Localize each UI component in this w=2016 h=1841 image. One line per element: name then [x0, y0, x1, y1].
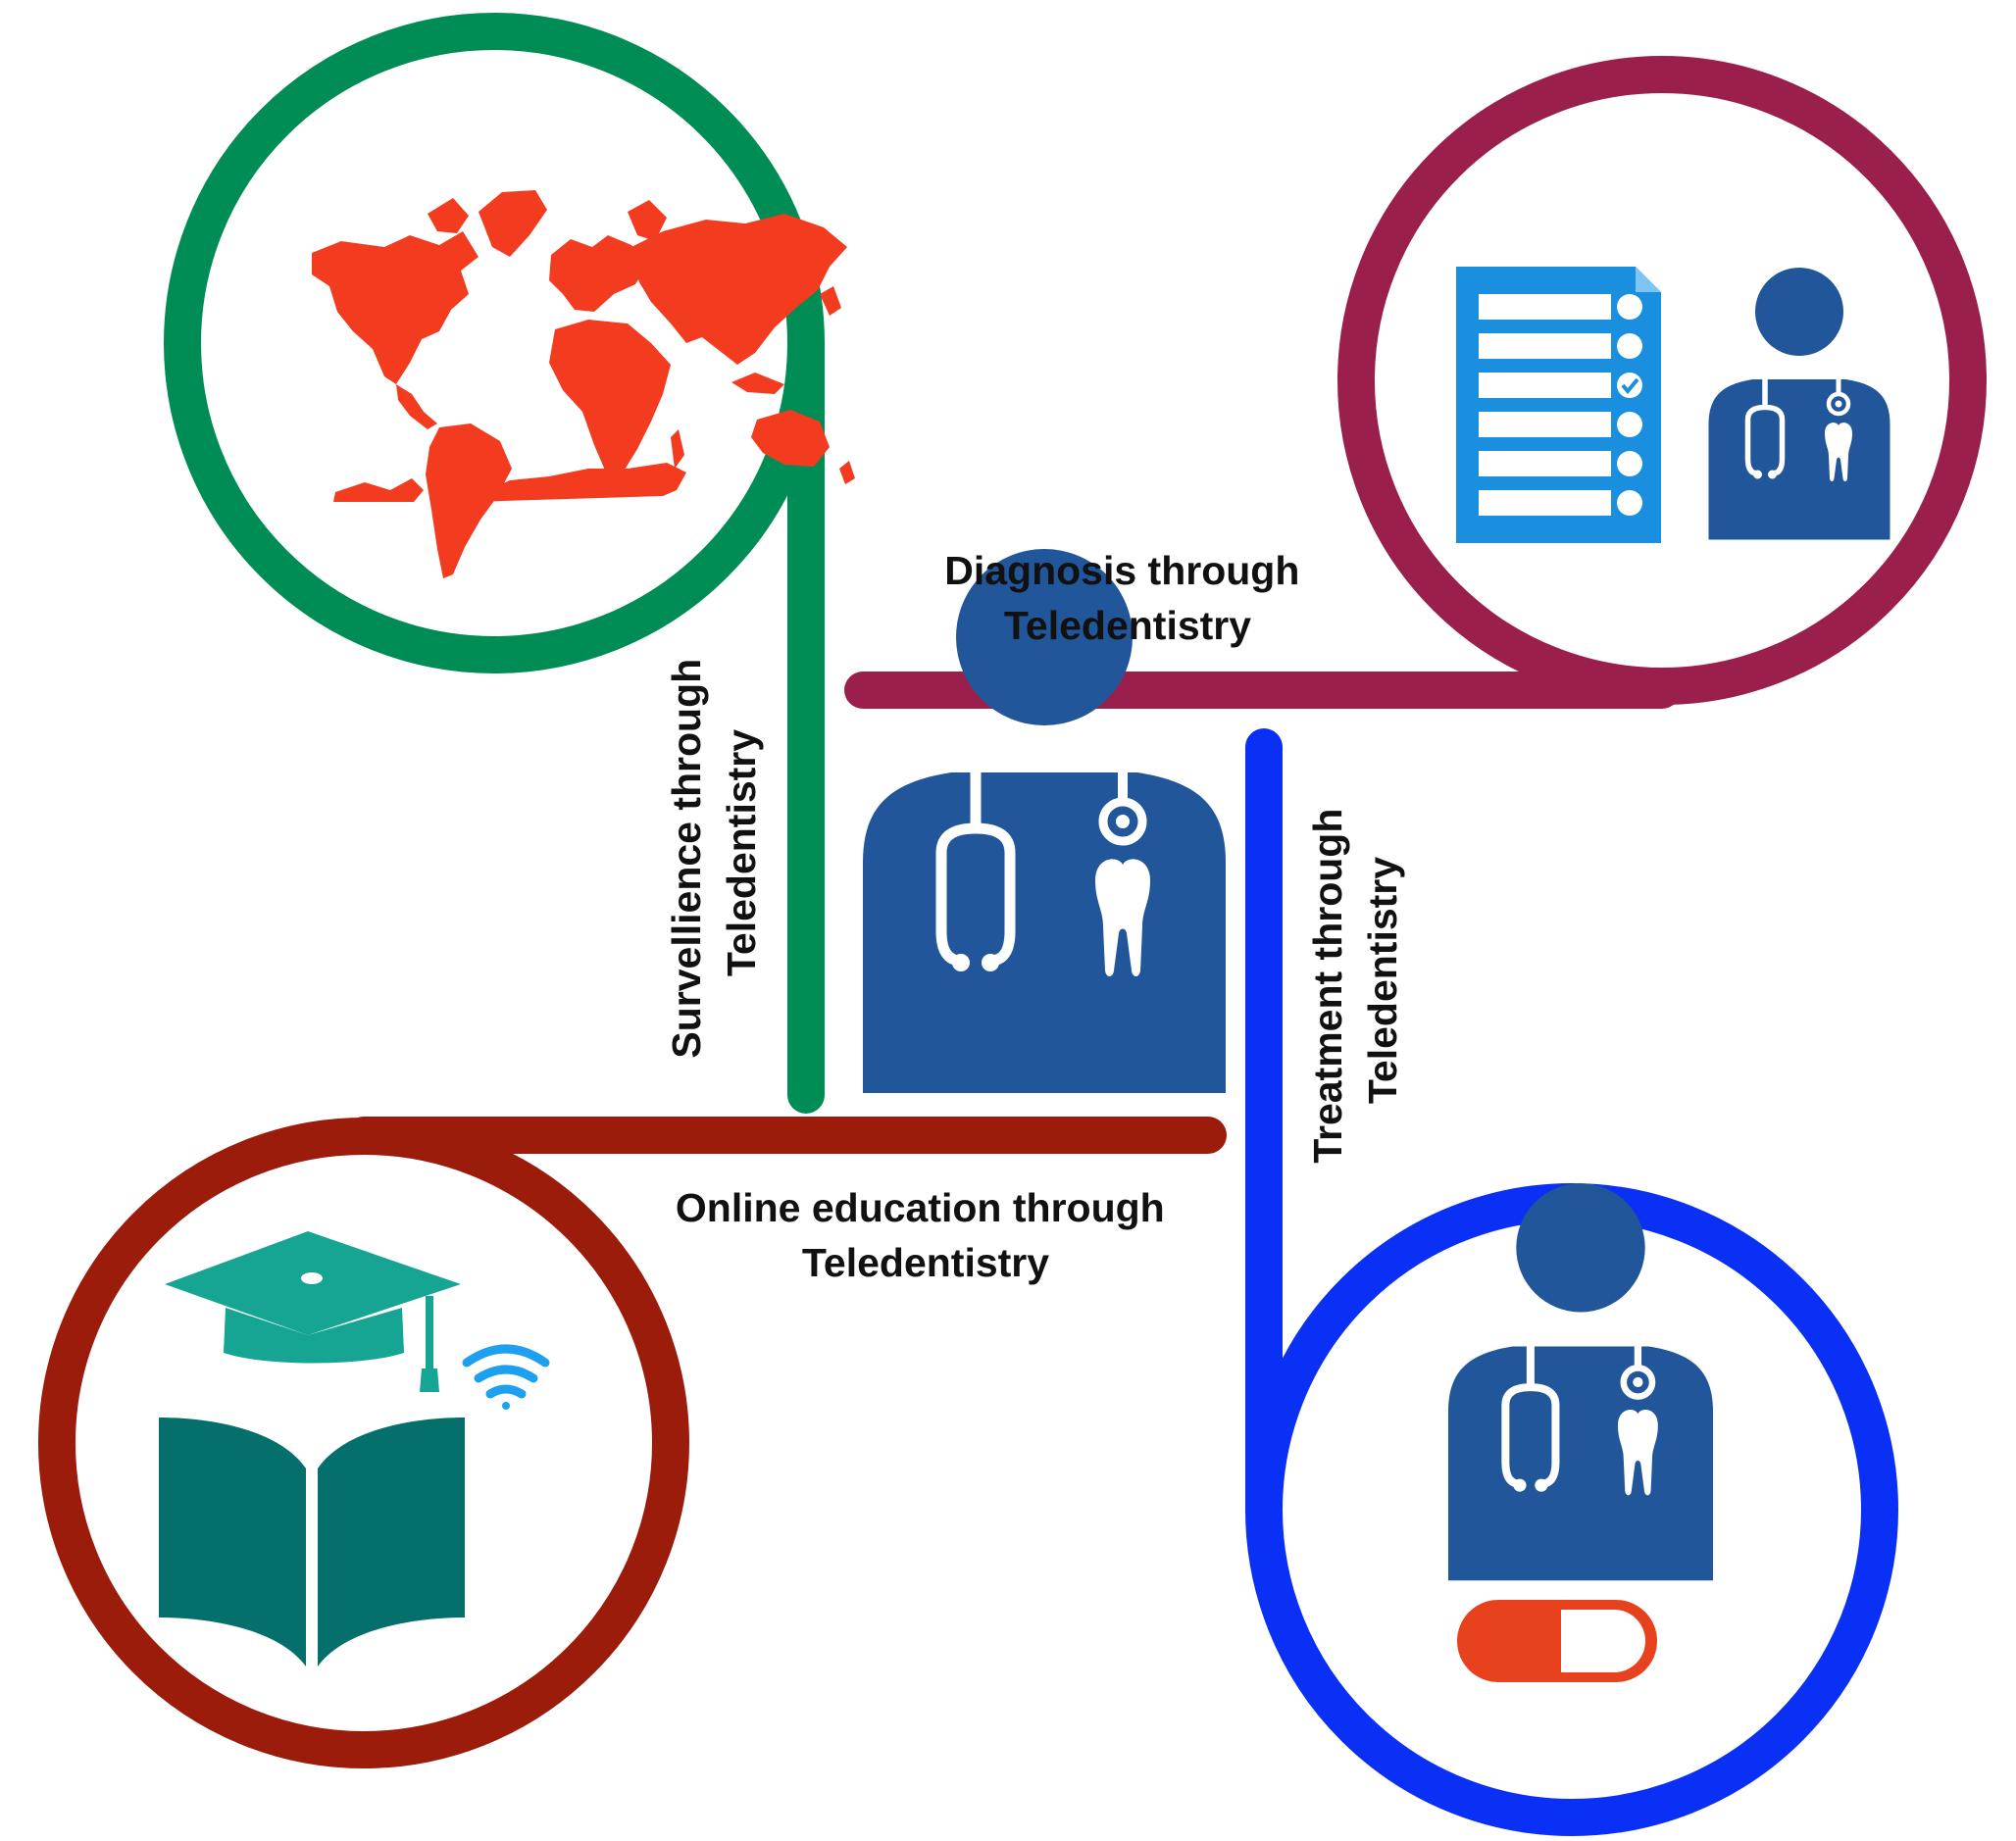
- graduation-cap-icon: [165, 1231, 461, 1392]
- treatment-dentist-icon: [1448, 1183, 1713, 1580]
- treatment-label: Treatment through Teledentistry: [1305, 797, 1405, 1164]
- pill-icon: [1457, 1600, 1657, 1682]
- wifi-icon: [462, 1344, 550, 1410]
- checklist-icon: [1456, 267, 1661, 543]
- surveillance-label-line1: Survellience through: [664, 659, 709, 1059]
- diagnosis-label-line1: Diagnosis through: [944, 548, 1299, 593]
- surveillance-label: Survellience through Teledentistry: [664, 647, 764, 1058]
- treatment-label-line1: Treatment through: [1305, 809, 1350, 1164]
- education-label-line2: Teledentistry: [802, 1240, 1049, 1285]
- world-map-icon: [312, 190, 855, 578]
- surveillance-label-line2: Teledentistry: [719, 729, 764, 976]
- diagnosis-label: Diagnosis through Teledentistry: [944, 548, 1311, 648]
- diagnosis-dentist-icon: [1709, 268, 1890, 540]
- treatment-label-line2: Teledentistry: [1360, 857, 1405, 1104]
- diagnosis-label-line2: Teledentistry: [1004, 603, 1251, 648]
- education-label: Online education through Teledentistry: [676, 1185, 1176, 1285]
- diagnosis-ring: [1337, 56, 1987, 705]
- open-book-icon: [159, 1418, 465, 1667]
- education-label-line1: Online education through: [676, 1185, 1165, 1230]
